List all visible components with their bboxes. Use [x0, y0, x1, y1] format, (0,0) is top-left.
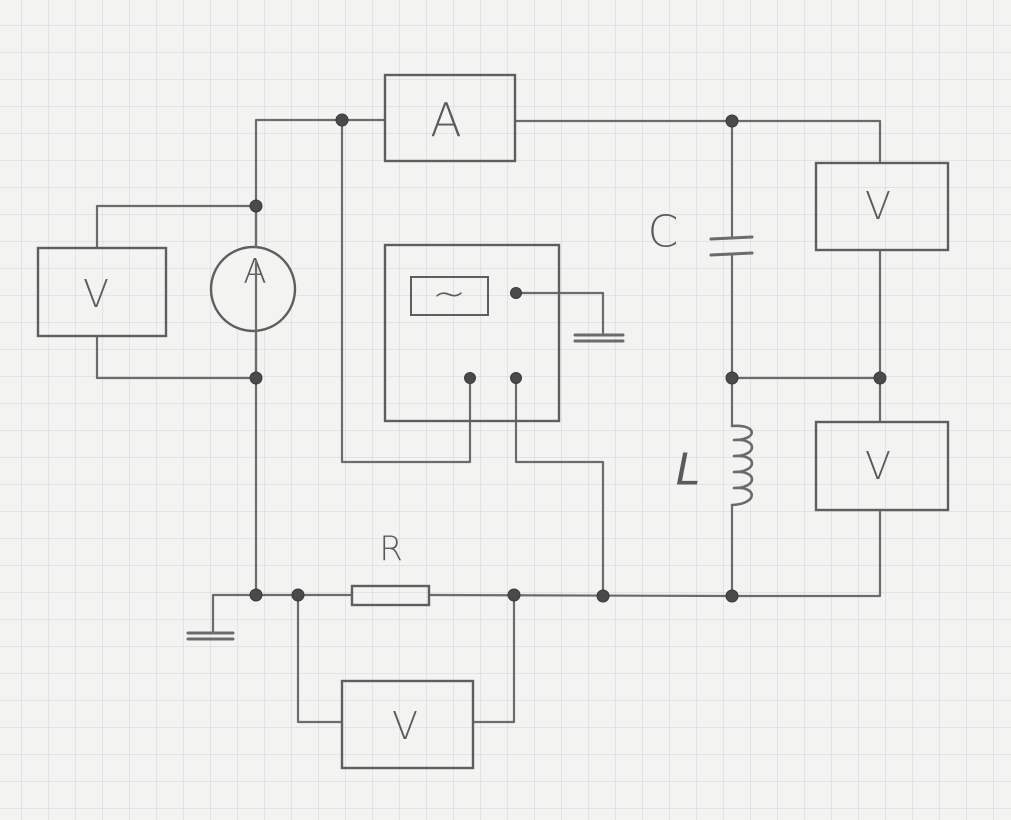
junction-dot	[249, 199, 263, 213]
oscilloscope: ~	[383, 243, 561, 423]
wires	[95, 118, 882, 724]
wire-top-right-to-vc	[730, 119, 882, 165]
junction-dot	[725, 589, 739, 603]
junction-dot	[725, 371, 739, 385]
oscilloscope-input-terminal-2	[510, 372, 522, 384]
junction-dots	[249, 113, 887, 603]
wire-vsrc-top	[95, 204, 258, 250]
voltmeter-inductor: V	[814, 420, 950, 512]
wire-ground-left	[211, 593, 258, 634]
ground-symbol-scope	[573, 333, 625, 343]
wire-bottom-right	[427, 593, 734, 598]
inductor: L	[676, 424, 754, 507]
oscilloscope-input-terminal-1	[464, 372, 476, 384]
voltmeter-capacitor-label: V	[865, 184, 891, 228]
ammeter: A	[383, 73, 517, 163]
wire-scope-ground	[514, 291, 605, 335]
junction-dot	[335, 113, 349, 127]
wire-vl-bottom	[730, 508, 882, 598]
capacitor-label: C	[648, 207, 679, 258]
voltmeter-capacitor: V	[814, 161, 950, 252]
wire-vr-right	[471, 593, 516, 724]
voltmeter-source: V	[36, 246, 168, 338]
oscilloscope-screen	[410, 276, 489, 316]
voltmeter-resistor: V	[340, 679, 475, 770]
inductor-label: L	[676, 445, 701, 496]
wire-left-main	[254, 118, 387, 597]
junction-dot	[249, 588, 263, 602]
junction-dot	[725, 114, 739, 128]
resistor-label: R	[379, 529, 403, 569]
wire-vsrc-bottom	[95, 334, 258, 380]
junction-dot	[596, 589, 610, 603]
junction-dot	[291, 588, 305, 602]
voltmeter-source-label: V	[83, 272, 109, 316]
junction-dot	[249, 371, 263, 385]
junction-dot	[507, 588, 521, 602]
resistor: R	[350, 529, 431, 607]
ground-symbol-left	[186, 631, 235, 641]
oscilloscope-ground-terminal	[510, 287, 522, 299]
current-source: A	[209, 204, 297, 380]
capacitor: C	[648, 207, 754, 258]
junction-dot	[873, 371, 887, 385]
voltmeter-inductor-label: V	[865, 444, 891, 488]
ammeter-label: A	[430, 93, 461, 147]
wire-vr-left	[296, 593, 344, 724]
voltmeter-resistor-label: V	[392, 704, 418, 748]
oscilloscope-wave-icon: ~	[432, 271, 466, 317]
